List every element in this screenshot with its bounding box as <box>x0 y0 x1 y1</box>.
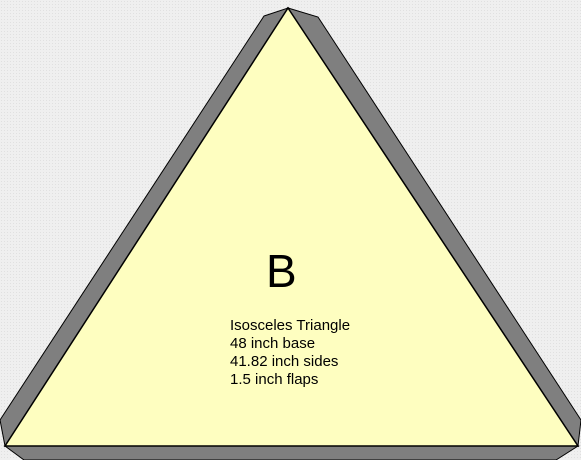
bottom-flap <box>3 445 580 460</box>
spec-base: 48 inch base <box>230 335 316 352</box>
panel-specs: Isosceles Triangle 48 inch base 41.82 in… <box>230 317 350 389</box>
spec-flaps: 1.5 inch flaps <box>230 371 319 388</box>
spec-sides: 41.82 inch sides <box>230 353 339 370</box>
triangle-face <box>3 6 580 447</box>
panel-label: B <box>266 245 297 297</box>
spec-shape: Isosceles Triangle <box>230 317 351 334</box>
